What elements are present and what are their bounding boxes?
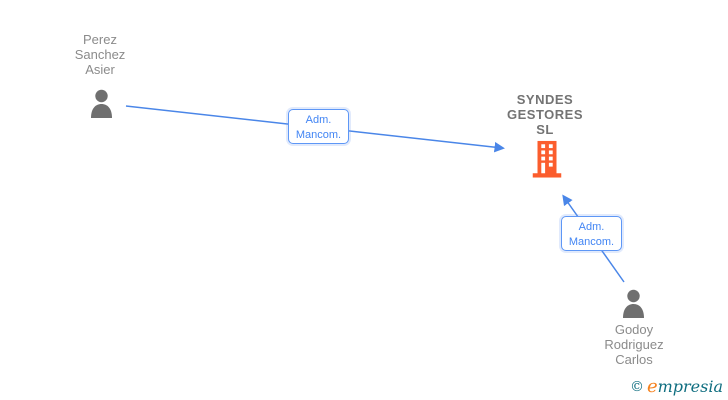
person-name: Godoy Rodriguez Carlos — [574, 322, 694, 367]
person-name-line: Godoy — [614, 322, 654, 337]
company-name-line: SL — [536, 122, 554, 137]
logo-brand-initial: e — [646, 376, 658, 397]
copyright-icon: © — [629, 379, 644, 395]
person-name-line: Sanchez — [74, 47, 126, 62]
edge-label-adm-mancom-1[interactable]: Adm. Mancom. — [288, 109, 349, 144]
person-name-line: Carlos — [615, 352, 653, 367]
person-icon — [623, 289, 644, 318]
person-name-line: Asier — [85, 62, 115, 77]
person-icon — [91, 89, 112, 118]
person-name-line: Perez — [83, 32, 117, 47]
company-name-line: GESTORES — [506, 107, 583, 122]
edge-label-line: Mancom. — [568, 236, 615, 248]
edge-label-adm-mancom-2[interactable]: Adm. Mancom. — [561, 216, 622, 251]
company-name-line: SYNDES — [516, 92, 574, 107]
company-name: SYNDES GESTORES SL — [485, 92, 605, 137]
building-icon — [532, 140, 562, 178]
person-name-line: Rodriguez — [604, 337, 664, 352]
logo-brand-text: mpresia — [657, 377, 723, 396]
person-name: Perez Sanchez Asier — [40, 32, 160, 77]
edge-label-line: Mancom. — [295, 129, 342, 141]
edge-label-line: Adm. — [305, 114, 332, 126]
edge-label-line: Adm. — [578, 221, 605, 233]
empresia-logo[interactable]: ©empresia — [630, 376, 723, 397]
